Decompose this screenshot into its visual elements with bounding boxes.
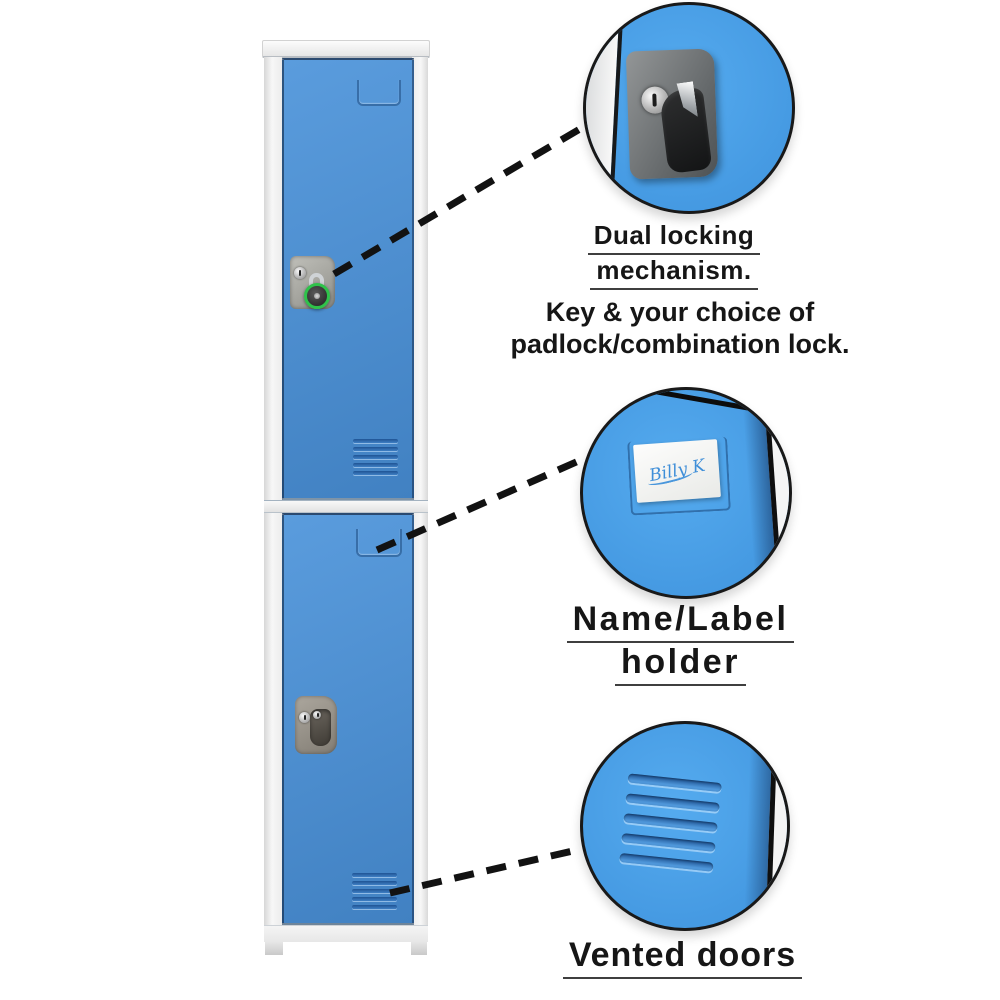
lock-plate-top [290, 256, 335, 309]
subheading-line: Key & your choice of [545, 297, 815, 327]
vent-slot [352, 905, 397, 909]
vent-slot [627, 773, 722, 793]
padlock-dial-hub [314, 293, 320, 299]
lock-handle-bottom [295, 696, 337, 754]
heading-line: Name/Label [566, 600, 795, 643]
callout-circle-vents [580, 721, 790, 931]
locker-foot-left [265, 942, 283, 955]
locker-door-bottom [282, 513, 414, 925]
locker-door-top [282, 58, 414, 500]
keyhole-icon [294, 267, 306, 279]
heading-name-label-holder: Name/Label holder [528, 600, 833, 686]
vent-slot [353, 455, 398, 459]
vent-slot [623, 813, 718, 832]
keyhole-slot [316, 713, 319, 717]
heading-line: Dual locking [587, 220, 761, 255]
combination-padlock [304, 283, 330, 309]
keyhole-icon [299, 712, 310, 723]
vent-slot [353, 447, 398, 451]
callout-circle-lock [583, 2, 795, 214]
lock-plate-closeup [625, 48, 719, 180]
subheading-key-choice: Key & your choice of padlock/combination… [460, 296, 900, 360]
vent-slot [352, 881, 397, 885]
heading-line: mechanism. [590, 255, 758, 290]
heading-line: Vented doors [562, 936, 803, 979]
heading-line: holder [615, 643, 746, 686]
vent-slot [352, 873, 397, 877]
vent-slots-closeup [618, 773, 722, 882]
locker [262, 40, 430, 956]
frame-edge-closeup [586, 5, 625, 211]
keyhole-slot [299, 270, 302, 276]
vent-slots-bottom-door [352, 873, 397, 909]
handle-recess [310, 709, 331, 746]
locker-divider [264, 500, 428, 513]
vent-slot [352, 889, 397, 893]
locker-base [264, 925, 428, 942]
padlock-shackle [309, 273, 324, 289]
vent-slot [353, 463, 398, 467]
locker-foot-right [411, 942, 427, 955]
heading-dual-locking: Dual locking mechanism. [524, 220, 824, 290]
label-holder-recess-top [357, 80, 401, 106]
label-holder-recess-bottom [356, 529, 402, 557]
locker-frame-left [264, 57, 282, 942]
keyhole-slot [303, 715, 306, 721]
vent-slot [352, 897, 397, 901]
vent-slot [353, 471, 398, 475]
vent-slot [625, 793, 720, 813]
vent-slots-top-door [353, 439, 398, 475]
vent-slot [353, 439, 398, 443]
heading-vented-doors: Vented doors [520, 936, 845, 979]
keyhole-icon [313, 711, 321, 719]
subheading-line: padlock/combination lock. [510, 329, 850, 359]
locker-top-cap [262, 40, 430, 58]
keyhole-slot [652, 93, 657, 107]
name-card-signature: Billy K [647, 455, 707, 487]
name-card: Billy K [633, 439, 721, 503]
callout-circle-label: Billy K [580, 387, 792, 599]
vent-slot [619, 852, 714, 872]
vent-slot [621, 833, 716, 852]
